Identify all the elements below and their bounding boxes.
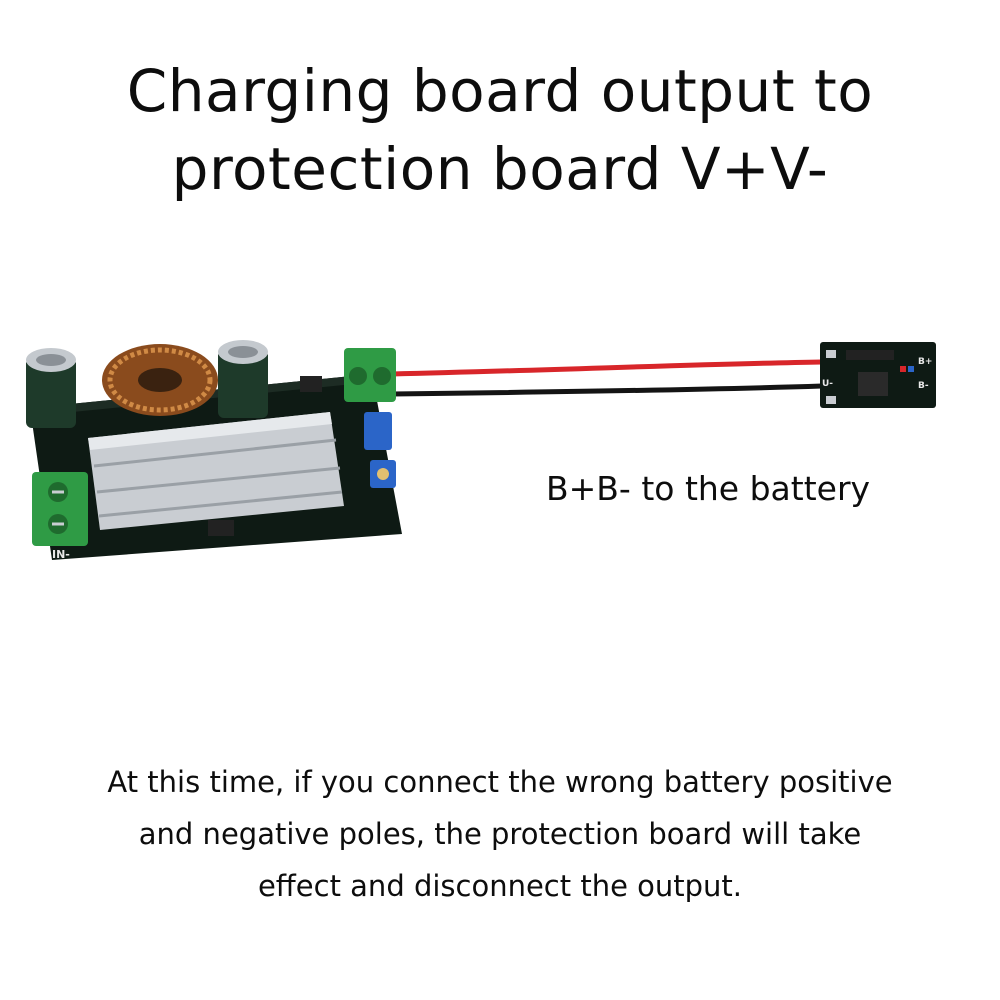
headline-line-1: Charging board output to [126, 57, 874, 125]
warning-note-line-2: and negative poles, the protection board… [138, 817, 862, 851]
battery-positive-mark: B+ [918, 357, 932, 367]
inductor-coil [102, 344, 218, 416]
black-wire [391, 383, 823, 397]
product-photo-illustration: IN- U- B+ B- [26, 340, 936, 561]
headline-line-2: protection board V+V- [171, 135, 829, 203]
battery-negative-mark: B- [918, 381, 929, 391]
potentiometer-top [364, 412, 392, 450]
charging-board: IN- [26, 340, 402, 561]
input-terminal [32, 472, 88, 546]
product-photo: IN- U- B+ B- [0, 320, 1000, 580]
battery-connection-label: B+B- to the battery [546, 469, 871, 508]
capacitor-left [26, 348, 76, 428]
output-terminal [344, 348, 396, 402]
warning-note: At this time, if you connect the wrong b… [30, 756, 970, 912]
warning-note-line-3: effect and disconnect the output. [257, 869, 743, 903]
capacitor-right [218, 340, 268, 418]
output-negative-mark: U- [822, 379, 833, 389]
red-wire [391, 359, 823, 377]
warning-note-line-1: At this time, if you connect the wrong b… [107, 765, 893, 799]
protection-board: U- B+ B- [820, 342, 936, 408]
heatsink [88, 412, 344, 530]
headline: Charging board output to protection boar… [0, 52, 1000, 208]
input-negative-mark: IN- [52, 548, 70, 561]
